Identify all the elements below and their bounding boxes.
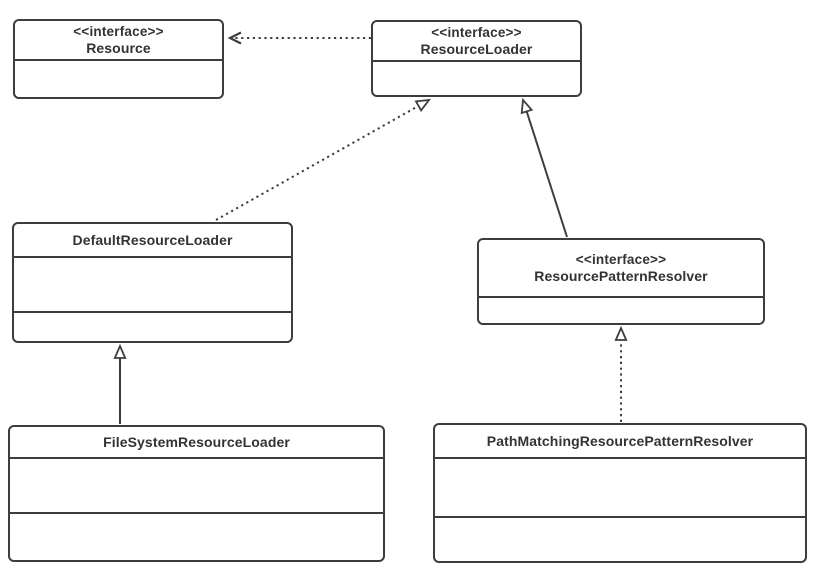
operations-compartment	[10, 512, 383, 560]
class-name-label: ResourcePatternResolver	[534, 268, 708, 284]
class-name-label: Resource	[86, 40, 151, 56]
stereotype-label: <<interface>>	[431, 25, 522, 40]
operations-compartment	[14, 311, 291, 341]
class-box-default-resource-loader: DefaultResourceLoader	[12, 222, 293, 343]
class-title-default-resource-loader: DefaultResourceLoader	[14, 224, 291, 256]
attributes-compartment	[435, 457, 805, 516]
realization-arrow-defaultresourceloader-to-resourceloader	[215, 98, 431, 221]
operations-compartment	[435, 516, 805, 561]
class-title-resource-loader: <<interface>> ResourceLoader	[373, 22, 580, 60]
members-compartment	[373, 60, 580, 95]
class-box-file-system-resource-loader: FileSystemResourceLoader	[8, 425, 385, 562]
stereotype-label: <<interface>>	[575, 252, 667, 267]
class-title-path-matching-resource-pattern-resolver: PathMatchingResourcePatternResolver	[435, 425, 805, 457]
attributes-compartment	[10, 457, 383, 512]
class-box-resource-pattern-resolver: <<interface>> ResourcePatternResolver	[477, 238, 765, 325]
class-title-resource-pattern-resolver: <<interface>> ResourcePatternResolver	[479, 240, 763, 296]
class-title-file-system-resource-loader: FileSystemResourceLoader	[10, 427, 383, 457]
members-compartment	[479, 296, 763, 323]
class-box-resource: <<interface>> Resource	[13, 19, 224, 99]
members-compartment	[15, 59, 222, 97]
class-name-label: PathMatchingResourcePatternResolver	[486, 432, 754, 449]
class-title-resource: <<interface>> Resource	[15, 21, 222, 59]
stereotype-label: <<interface>>	[73, 24, 164, 39]
generalization-arrow-resourcepatternresolver-to-resourceloader	[520, 97, 568, 238]
class-box-resource-loader: <<interface>> ResourceLoader	[371, 20, 582, 97]
class-name-label: DefaultResourceLoader	[72, 231, 233, 248]
class-name-label: FileSystemResourceLoader	[103, 433, 290, 450]
class-name-label: ResourceLoader	[420, 41, 533, 57]
attributes-compartment	[14, 256, 291, 311]
class-box-path-matching-resource-pattern-resolver: PathMatchingResourcePatternResolver	[433, 423, 807, 563]
